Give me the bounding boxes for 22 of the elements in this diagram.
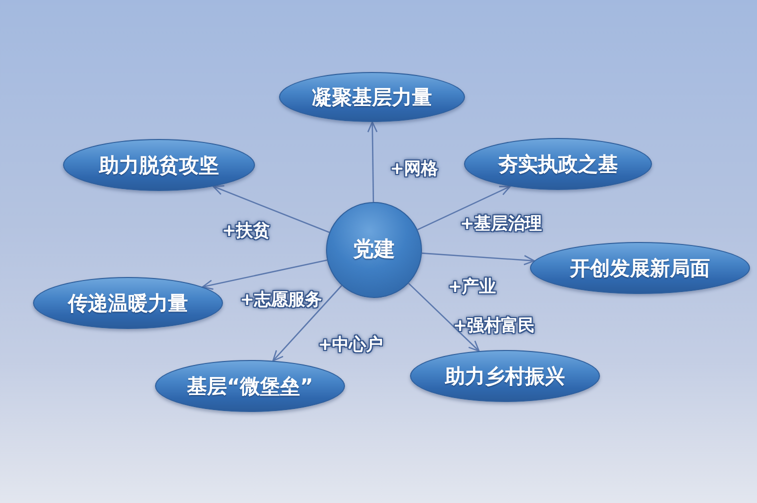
edge-label: +基层治理	[460, 214, 542, 236]
node-label: 党建	[353, 237, 395, 263]
node-label: 夯实执政之基	[498, 152, 618, 176]
arrow	[417, 186, 511, 230]
node-label: 凝聚基层力量	[312, 85, 432, 109]
arrow	[408, 282, 480, 352]
edge-label: +志愿服务	[240, 290, 322, 312]
node-label: 助力乡村振兴	[445, 364, 565, 388]
node-label: 助力脱贫攻坚	[99, 153, 219, 177]
arrow	[422, 252, 535, 266]
node-label: 传递温暖力量	[68, 291, 188, 315]
edge-label: +中心户	[318, 335, 384, 356]
node-label: 开创发展新局面	[570, 256, 710, 280]
arrow	[367, 121, 378, 202]
edge-label: +网格	[390, 159, 438, 180]
arrow	[272, 285, 342, 362]
arrow	[202, 259, 328, 290]
edge-label: +扶贫	[222, 221, 270, 242]
node-label: 基层“微堡垒”	[186, 374, 314, 398]
arrow	[212, 185, 330, 233]
edge-label: +产业	[448, 277, 496, 298]
edge-label: +强村富民	[453, 316, 536, 338]
